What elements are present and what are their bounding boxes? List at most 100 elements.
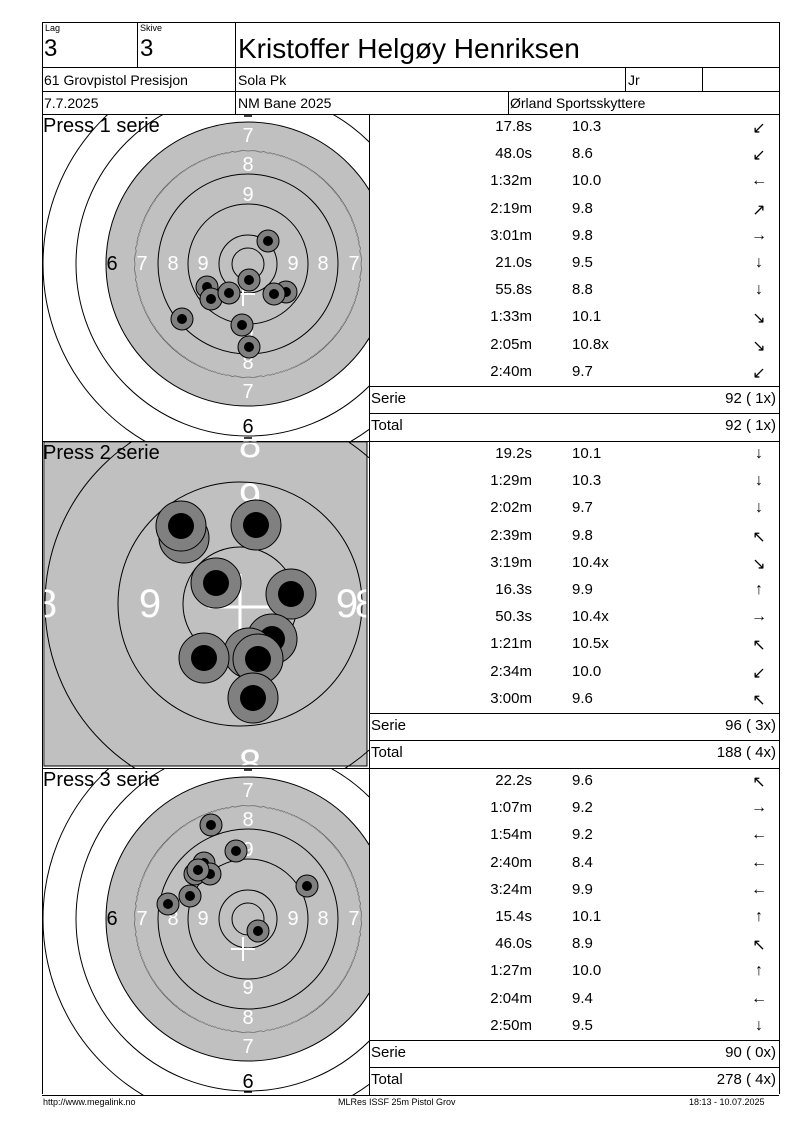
shot-direction-icon: ↑	[755, 962, 763, 980]
shot-score: 9.2	[572, 826, 593, 844]
shot-direction-icon: ←	[751, 853, 767, 871]
shot-score: 10.8x	[572, 335, 609, 353]
ring-label-7: 7	[348, 253, 359, 275]
shot-score: 9.8	[572, 526, 593, 544]
shot-time: 1:27m	[490, 962, 532, 980]
shot-score: 8.9	[572, 935, 593, 953]
shot-time: 1:07m	[490, 799, 532, 817]
ring-label-8: 8	[242, 1007, 253, 1029]
shot-score: 10.3	[572, 472, 602, 490]
shot-direction-icon: ↓	[755, 445, 763, 462]
shot-direction-icon: ↗	[752, 201, 766, 219]
ring-label-8: 8	[167, 908, 178, 930]
shot-score: 9.5	[572, 1016, 593, 1034]
shot-direction-icon: ←	[751, 826, 767, 844]
shot-time: 19.2s	[495, 445, 532, 462]
shot-direction-icon: ↑	[755, 581, 763, 598]
shot-direction-icon: ↖	[752, 691, 766, 709]
target-svg: 6666777788889999	[43, 768, 369, 1095]
shot-direction-icon: →	[751, 799, 767, 817]
ring-label-7: 7	[242, 381, 253, 403]
shot-center	[185, 891, 195, 901]
ring-label-9: 9	[139, 582, 161, 626]
shot-center	[193, 865, 203, 875]
shot-time: 46.0s	[495, 935, 532, 953]
ring-label-7: 7	[242, 125, 253, 147]
shot-center	[168, 513, 194, 539]
shot-score: 9.7	[572, 362, 593, 380]
shot-time: 1:33m	[490, 308, 532, 326]
shooter-name: Kristoffer Helgøy Henriksen	[238, 33, 580, 64]
total-label: Total	[371, 1071, 403, 1088]
ring-label-8: 8	[167, 253, 178, 275]
shot-time: 2:40m	[490, 362, 532, 380]
shot-direction-icon: ↘	[752, 337, 766, 355]
shot-direction-icon: ↘	[752, 555, 766, 573]
shot-time: 3:19m	[490, 553, 532, 571]
ring-label-9: 9	[242, 184, 253, 206]
ring-label-9: 9	[287, 253, 298, 275]
shot-score: 9.7	[572, 499, 593, 517]
ring-label-8: 8	[317, 253, 328, 275]
target-face: 6666777788889999	[43, 114, 369, 441]
class-name: 61 Grovpistol Presisjon	[44, 72, 188, 88]
ring-label-8: 8	[239, 742, 261, 768]
lag-label: Lag	[45, 23, 61, 33]
series-title: Press 1 serie	[43, 115, 160, 137]
ring-label-7: 7	[136, 908, 147, 930]
serie-label: Serie	[371, 717, 407, 734]
shot-direction-icon: ↖	[752, 528, 766, 546]
serie-label: Serie	[371, 1044, 407, 1061]
shot-score: 8.8	[572, 281, 593, 299]
shot-direction-icon: ↙	[752, 120, 766, 137]
shot-time: 3:01m	[490, 226, 532, 244]
shot-direction-icon: ←	[751, 989, 767, 1007]
footer-url: http://www.megalink.no	[43, 1097, 136, 1107]
shot-center	[253, 926, 263, 936]
shot-direction-icon: ↖	[752, 774, 766, 791]
ring-label-9: 9	[287, 908, 298, 930]
shot-time: 1:32m	[490, 172, 532, 190]
ring-label-6: 6	[242, 1071, 253, 1093]
shot-direction-icon: ↙	[752, 364, 766, 382]
shot-score: 9.2	[572, 799, 593, 817]
shot-center	[203, 570, 229, 596]
shot-time: 2:02m	[490, 499, 532, 517]
ring-label-9: 9	[197, 908, 208, 930]
skive-value: 3	[140, 35, 154, 62]
shot-row: 1:07m 9.2 →	[369, 799, 779, 826]
target-svg: 6666777788889999	[43, 114, 369, 441]
ring-label-6: 6	[242, 416, 253, 438]
target-face: 6666777788889999	[43, 768, 369, 1095]
ring-label-6: 6	[106, 908, 117, 930]
ring-label-9: 9	[336, 582, 358, 626]
shot-time: 55.8s	[495, 281, 532, 299]
shot-time: 1:29m	[490, 472, 532, 490]
serie-value: 92 ( 1x)	[725, 390, 776, 407]
shot-score: 10.1	[572, 308, 602, 326]
ring-label-7: 7	[348, 908, 359, 930]
ring-label-8: 8	[242, 154, 253, 176]
shot-direction-icon: ↖	[752, 637, 766, 655]
shot-center	[244, 275, 254, 285]
shot-score: 8.4	[572, 853, 593, 871]
target-ring	[117, 481, 363, 727]
shot-score: 9.5	[572, 254, 593, 271]
series-target: 6666777788889999	[43, 114, 369, 441]
target-ring	[187, 858, 309, 980]
ring-label-6: 6	[106, 253, 117, 275]
total-label: Total	[371, 744, 403, 761]
shot-time: 3:00m	[490, 689, 532, 707]
shot-direction-icon: ↖	[752, 937, 766, 955]
